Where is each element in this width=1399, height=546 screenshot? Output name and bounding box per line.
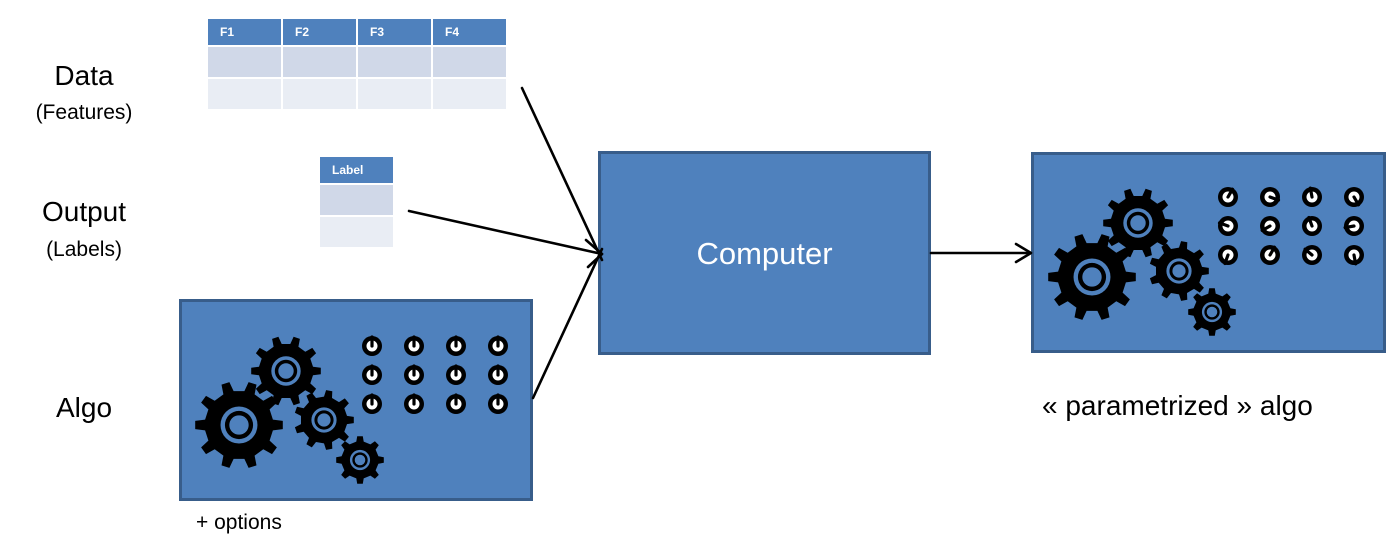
gear-icon	[195, 382, 283, 468]
gear-icon	[294, 390, 354, 450]
gear-icon	[1149, 241, 1209, 301]
table-cell	[431, 77, 508, 111]
knob-icon	[1343, 216, 1364, 236]
knob-icon	[362, 364, 382, 385]
table-cell	[356, 45, 433, 79]
table-row	[318, 215, 395, 249]
labels-label: (Labels)	[46, 238, 122, 261]
label-header-row: Label	[318, 155, 395, 185]
knob-icon	[1302, 245, 1322, 265]
knob-icon	[446, 393, 466, 414]
computer-box: Computer	[598, 151, 931, 355]
algo-box	[179, 299, 533, 501]
table-cell	[431, 45, 508, 79]
features-header-cell: F1	[206, 17, 283, 47]
knob-icon	[446, 364, 466, 385]
knob-icon	[1302, 186, 1322, 207]
algo-label: Algo	[55, 392, 113, 423]
knob-icon	[1260, 245, 1280, 265]
knob-icon	[1344, 187, 1364, 207]
arrow-icon	[531, 238, 604, 400]
knob-icon	[488, 364, 508, 385]
knob-icon	[1218, 187, 1238, 207]
features-label: (Features)	[35, 101, 133, 124]
knob-icon	[446, 335, 466, 356]
knob-icon	[488, 393, 508, 414]
table-row	[206, 45, 508, 79]
gear-icon	[251, 336, 321, 406]
gear-icon	[1048, 234, 1136, 320]
gear-icon	[1103, 188, 1173, 258]
table-cell	[281, 77, 358, 111]
table-row	[206, 77, 508, 111]
output-label: Output	[41, 196, 127, 227]
parametrized-algo-label: « parametrized » algo	[1042, 390, 1313, 421]
parametrized-algo-box	[1031, 152, 1386, 353]
features-header-cell: F2	[281, 17, 358, 47]
label-table: Label	[318, 155, 395, 249]
knob-icon	[404, 393, 424, 414]
computer-label: Computer	[696, 236, 833, 271]
table-row	[318, 183, 395, 217]
features-header-row: F1 F2 F3 F4	[206, 17, 508, 47]
features-header-cell: F4	[431, 17, 508, 47]
knob-icon	[362, 335, 382, 356]
knob-icon	[1260, 216, 1280, 236]
options-label: + options	[196, 511, 282, 534]
data-label: Data	[54, 60, 114, 91]
knob-icon	[1302, 215, 1322, 236]
gear-icon	[336, 436, 384, 484]
knob-grid	[362, 335, 508, 414]
knob-grid	[1217, 186, 1364, 266]
knob-icon	[1260, 187, 1281, 207]
label-header-cell: Label	[318, 155, 395, 185]
table-cell	[206, 77, 283, 111]
arrow-icon	[929, 242, 1033, 264]
knob-icon	[1217, 216, 1238, 236]
table-cell	[318, 215, 395, 249]
knob-icon	[404, 364, 424, 385]
knob-icon	[1218, 245, 1238, 266]
gear-icon	[1188, 288, 1236, 336]
table-cell	[206, 45, 283, 79]
arrow-icon	[520, 86, 604, 262]
arrow-icon	[407, 209, 604, 256]
knob-icon	[488, 335, 508, 356]
knob-icon	[404, 335, 424, 356]
table-cell	[281, 45, 358, 79]
features-header-cell: F3	[356, 17, 433, 47]
features-table: F1 F2 F3 F4	[206, 17, 508, 111]
knob-icon	[362, 393, 382, 414]
table-cell	[318, 183, 395, 217]
table-cell	[356, 77, 433, 111]
knob-icon	[1344, 245, 1364, 266]
